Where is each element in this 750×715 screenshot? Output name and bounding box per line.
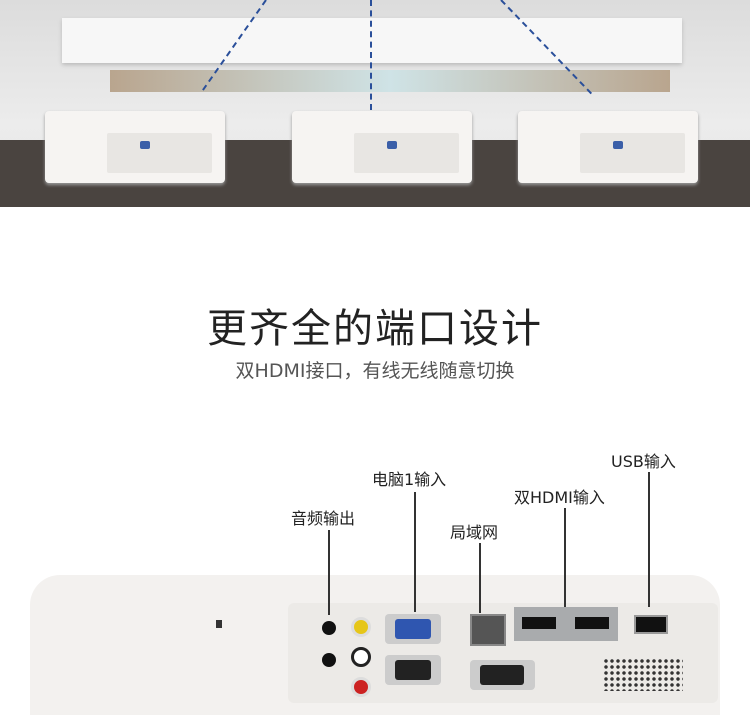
vga-port-pc2 (385, 655, 441, 685)
lan-port (470, 614, 506, 646)
usb-port (634, 615, 668, 634)
callout-line (328, 530, 330, 615)
tv-cabinet (62, 18, 682, 63)
label-usb-in: USB输入 (611, 452, 676, 471)
label-lan: 局域网 (450, 523, 499, 542)
callout-line (648, 472, 650, 607)
callout-line (479, 543, 481, 613)
label-dual-hdmi: 双HDMI输入 (514, 488, 605, 507)
projector-2 (292, 111, 472, 183)
projector-3 (518, 111, 698, 183)
callout-line (414, 492, 416, 612)
shelf (110, 70, 670, 92)
page-title: 更齐全的端口设计 (207, 306, 543, 352)
rca-red (351, 677, 371, 697)
page-subtitle: 双HDMI接口，有线无线随意切换 (235, 360, 515, 382)
callout-line (564, 508, 566, 608)
speaker-vent (603, 658, 683, 691)
hdmi-port-1 (522, 617, 556, 629)
projector-1 (45, 111, 225, 183)
audio-jack (322, 653, 336, 667)
hdmi-port-2 (575, 617, 609, 629)
audio-jack (322, 621, 336, 635)
rca-yellow (351, 617, 371, 637)
projector-scene-image (0, 0, 750, 207)
vga-port-out (470, 660, 535, 690)
vga-port-pc1 (385, 614, 441, 644)
label-audio-out: 音频输出 (291, 509, 356, 528)
projection-line (370, 0, 372, 110)
rca-white (351, 647, 371, 667)
lock-slot (216, 620, 222, 628)
label-pc1-in: 电脑1输入 (372, 470, 447, 489)
